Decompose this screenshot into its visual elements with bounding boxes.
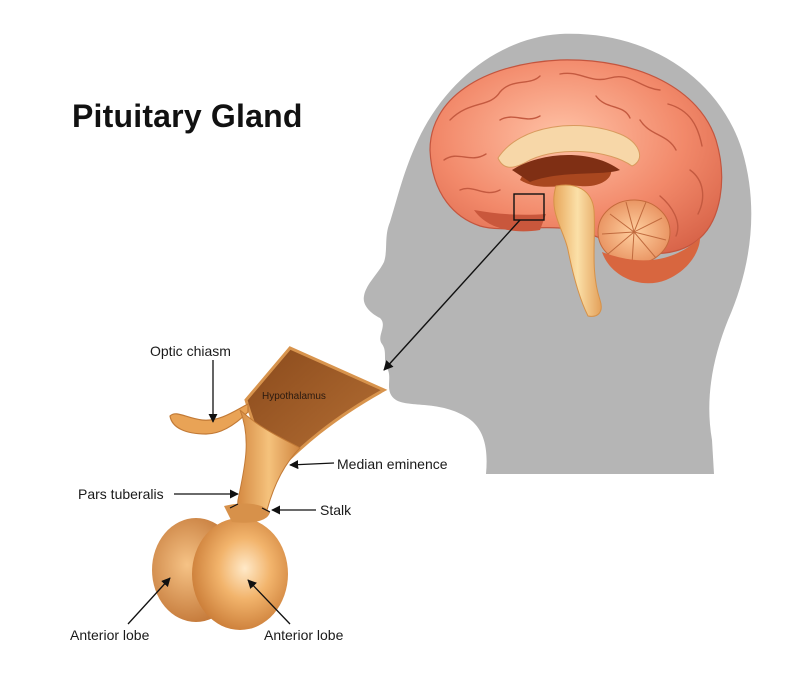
label-stalk: Stalk <box>320 502 352 518</box>
pituitary-locator-box <box>513 193 545 221</box>
gland-neck <box>224 503 270 523</box>
cerebellum-folia <box>601 201 667 265</box>
label-hypothalamus: Hypothalamus <box>262 391 326 402</box>
label-median-eminence: Median eminence <box>337 456 448 472</box>
page-title: Pituitary Gland <box>72 98 303 134</box>
pointer-median-eminence <box>289 460 335 470</box>
brainstem <box>553 184 602 317</box>
pointer-anterior-lobe-right <box>247 579 291 625</box>
ventricle <box>512 154 620 182</box>
anterior-lobe-right-shape <box>192 518 288 630</box>
pars-tuberalis-marks <box>229 503 271 513</box>
label-anterior-lobe-right: Anterior lobe <box>264 627 344 643</box>
optic-chiasm-structure <box>169 403 249 435</box>
brain-gyri <box>443 72 704 237</box>
label-pars-tuberalis: Pars tuberalis <box>78 486 164 502</box>
frontal-lower <box>474 210 546 232</box>
connector-arrow <box>383 219 521 371</box>
label-optic-chiasm: Optic chiasm <box>150 343 231 359</box>
corpus-callosum <box>497 125 641 168</box>
occipital-lower <box>602 238 700 284</box>
label-anterior-lobe-left: Anterior lobe <box>70 627 150 643</box>
pointer-anterior-lobe-left <box>127 577 171 625</box>
